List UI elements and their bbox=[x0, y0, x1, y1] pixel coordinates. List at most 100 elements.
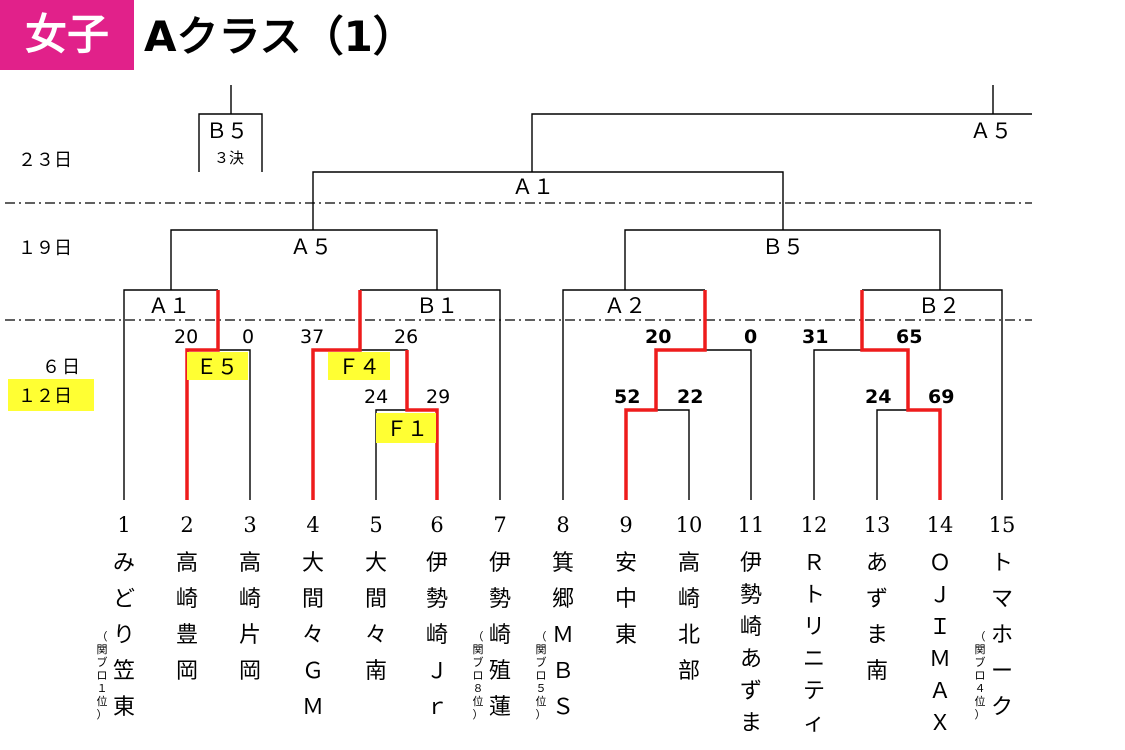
svg-text:Ｍ: Ｍ bbox=[552, 623, 574, 648]
svg-text:５: ５ bbox=[536, 682, 547, 695]
score: 22 bbox=[677, 386, 703, 408]
score: 37 bbox=[300, 326, 324, 348]
title-badge: 女子 bbox=[0, 0, 134, 70]
svg-text:Ｉ: Ｉ bbox=[929, 615, 951, 640]
team-name: 安中東 bbox=[615, 551, 637, 648]
svg-text:）: ） bbox=[97, 708, 108, 721]
svg-text:関: 関 bbox=[975, 643, 986, 656]
day-label-12-highlight bbox=[8, 379, 94, 411]
score: 0 bbox=[242, 326, 254, 348]
svg-text:ず: ず bbox=[866, 587, 888, 612]
team-seed: 15 bbox=[989, 513, 1016, 537]
label-semi-right: Ｂ５ bbox=[762, 235, 804, 259]
svg-text:崎: 崎 bbox=[678, 587, 700, 612]
svg-text:Ｏ: Ｏ bbox=[929, 551, 951, 576]
svg-text:勢: 勢 bbox=[740, 583, 762, 608]
team-seed: 9 bbox=[619, 513, 632, 537]
svg-text:間: 間 bbox=[302, 587, 324, 612]
svg-text:）: ） bbox=[975, 708, 986, 721]
label-r1-a1: Ａ１ bbox=[148, 294, 190, 318]
svg-text:安: 安 bbox=[615, 551, 637, 576]
svg-text:Ｍ: Ｍ bbox=[302, 695, 324, 720]
score: 69 bbox=[928, 386, 954, 408]
svg-text:ブ: ブ bbox=[536, 655, 547, 669]
label-top-right: Ａ５ bbox=[970, 119, 1012, 143]
svg-text:位: 位 bbox=[975, 694, 986, 708]
team-seed: 7 bbox=[493, 513, 506, 537]
svg-text:々: 々 bbox=[302, 623, 324, 648]
page-title: Aクラス（1） bbox=[144, 12, 415, 61]
label-final: Ａ１ bbox=[512, 175, 554, 199]
svg-text:関: 関 bbox=[97, 643, 108, 656]
svg-text:ブ: ブ bbox=[473, 655, 484, 669]
svg-text:大: 大 bbox=[302, 551, 324, 576]
score: 52 bbox=[614, 386, 640, 408]
team-seed: 1 bbox=[117, 513, 130, 537]
team-seed: 4 bbox=[306, 513, 319, 537]
team-seed: 8 bbox=[556, 513, 569, 537]
svg-text:ど: ど bbox=[113, 587, 135, 612]
svg-text:Ｍ: Ｍ bbox=[929, 647, 951, 672]
svg-text:Ｊ: Ｊ bbox=[929, 583, 951, 608]
team-seed: 10 bbox=[676, 513, 703, 537]
bracket-lines bbox=[123, 85, 1032, 500]
svg-text:ロ: ロ bbox=[975, 669, 986, 682]
svg-text:み: み bbox=[113, 551, 135, 576]
box-f1 bbox=[376, 413, 436, 443]
team-seed: 11 bbox=[738, 513, 765, 537]
svg-text:４: ４ bbox=[975, 682, 986, 695]
svg-text:Ｒ: Ｒ bbox=[803, 551, 825, 576]
label-r1-a2: Ａ２ bbox=[604, 294, 646, 318]
team-seed: 2 bbox=[180, 513, 193, 537]
box-f4 bbox=[328, 352, 390, 380]
svg-text:あ: あ bbox=[866, 551, 888, 576]
svg-text:東: 東 bbox=[113, 695, 135, 720]
team-seed: 3 bbox=[243, 513, 256, 537]
svg-text:Ｊ: Ｊ bbox=[426, 659, 448, 684]
svg-text:崎: 崎 bbox=[176, 587, 198, 612]
svg-text:崎: 崎 bbox=[489, 623, 511, 648]
label-semi-left: Ａ５ bbox=[290, 235, 332, 259]
svg-text:北: 北 bbox=[678, 623, 700, 648]
svg-text:マ: マ bbox=[991, 587, 1013, 612]
svg-text:崎: 崎 bbox=[239, 587, 261, 612]
svg-text:間: 間 bbox=[365, 587, 387, 612]
svg-text:ず: ず bbox=[740, 679, 762, 704]
svg-text:リ: リ bbox=[803, 615, 825, 640]
scores: 20 0 37 26 24 29 20 0 52 22 31 65 24 69 bbox=[174, 326, 954, 408]
svg-text:Ａ: Ａ bbox=[929, 679, 951, 704]
score: 26 bbox=[394, 326, 418, 348]
svg-text:岡: 岡 bbox=[176, 659, 198, 684]
svg-text:（: （ bbox=[97, 630, 108, 643]
svg-text:１: １ bbox=[97, 682, 108, 695]
score: 24 bbox=[364, 386, 388, 408]
svg-text:位: 位 bbox=[473, 694, 484, 708]
svg-text:ク: ク bbox=[991, 695, 1013, 720]
svg-text:り: り bbox=[113, 623, 135, 648]
svg-text:位: 位 bbox=[97, 694, 108, 708]
svg-text:関: 関 bbox=[473, 643, 484, 656]
score: 20 bbox=[174, 326, 198, 348]
svg-text:ｒ: ｒ bbox=[426, 695, 448, 720]
svg-text:（: （ bbox=[975, 630, 986, 643]
svg-text:Ｓ: Ｓ bbox=[552, 695, 574, 720]
svg-text:位: 位 bbox=[536, 694, 547, 708]
svg-text:南: 南 bbox=[365, 659, 387, 684]
svg-text:あ: あ bbox=[740, 647, 762, 672]
day-label-12: １２日 bbox=[18, 386, 72, 407]
label-r1-b2: Ｂ２ bbox=[918, 294, 960, 318]
